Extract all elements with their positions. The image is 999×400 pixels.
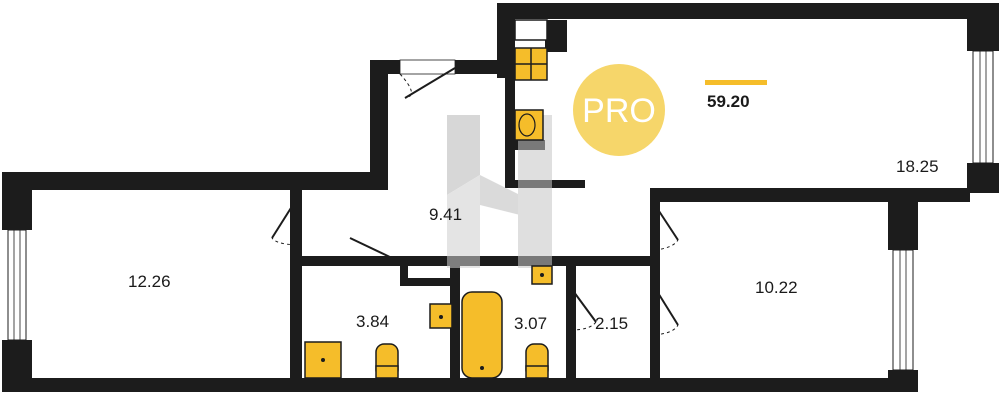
door-bath-leaf — [349, 237, 393, 259]
window-right-room — [892, 249, 914, 371]
wall-top — [497, 3, 999, 19]
toilet-2-tank-icon — [525, 365, 549, 379]
room-area-kitchen: 18.25 — [896, 157, 939, 176]
wall-hall-left — [370, 60, 388, 190]
door-entrance-leaf — [404, 67, 456, 99]
wall-partition-1 — [290, 190, 302, 392]
doors — [271, 59, 679, 336]
wall-left-upper — [2, 172, 32, 230]
window-left — [7, 229, 27, 341]
wall-partition-closet — [566, 258, 576, 392]
wall-left-lower — [2, 340, 32, 385]
bathtub-icon — [461, 291, 503, 379]
total-area: 59.20 — [707, 92, 750, 111]
toilet-tank-icon — [375, 365, 399, 379]
door-right-room-leaf — [654, 287, 679, 326]
wall-right-top — [967, 3, 999, 51]
pro-badge — [573, 64, 665, 156]
wall-right-room-a — [888, 188, 918, 250]
wall-partition-right — [650, 188, 660, 392]
windows — [7, 50, 994, 371]
wall-kitchen-niche — [545, 20, 567, 52]
door-closet-leaf — [570, 287, 597, 323]
door-right-room-arc — [654, 324, 679, 336]
wall-duct-a — [400, 256, 408, 284]
wall-hall-top-a — [370, 60, 400, 74]
wall-kitchen-inner — [505, 78, 515, 188]
door-kitchen-arc — [654, 239, 679, 251]
walls — [2, 3, 999, 392]
watermark-logo — [447, 115, 552, 268]
door-left-room-leaf — [271, 199, 297, 239]
room-area-left: 12.26 — [128, 272, 171, 291]
fixtures — [304, 47, 553, 379]
room-area-right: 10.22 — [755, 278, 798, 297]
room-area-bathroom: 3.84 — [356, 312, 389, 331]
kitchen-sink-icon — [514, 109, 544, 141]
pro-badge-text: PRO — [582, 92, 656, 130]
wall-right-room-b — [888, 370, 918, 392]
wall-duct-b — [400, 278, 455, 286]
door-entrance-arc — [399, 73, 412, 99]
room-area-toilet-bath: 3.07 — [514, 314, 547, 333]
wall-right-mid — [967, 163, 999, 193]
wall-partition-bath — [450, 258, 460, 392]
wall-top-left — [2, 172, 380, 190]
door-left-room-arc — [271, 237, 297, 246]
total-area-underline — [705, 80, 767, 85]
door-entrance-frame — [399, 59, 456, 75]
wall-kitchen-left — [497, 3, 515, 78]
room-area-hall: 9.41 — [429, 205, 462, 224]
window-kitchen — [972, 50, 994, 164]
door-kitchen-leaf — [654, 204, 679, 241]
wall-kitchen-bottom — [650, 188, 970, 202]
door-closet-arc — [570, 321, 597, 331]
kitchen-niche-box — [514, 19, 548, 41]
room-area-closet: 2.15 — [595, 314, 628, 333]
